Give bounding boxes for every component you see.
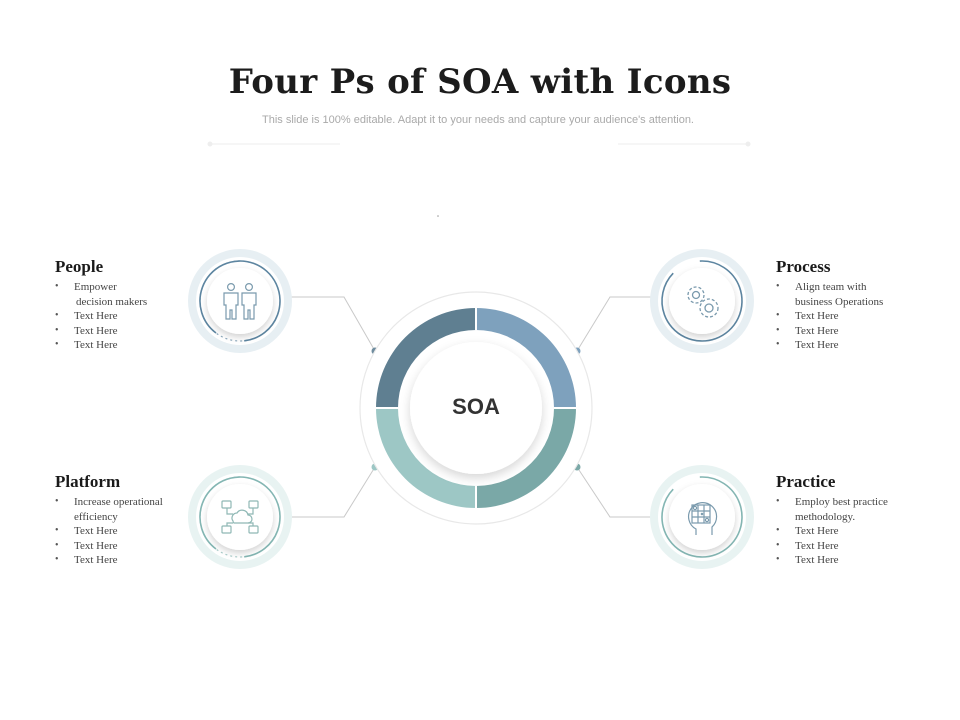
- list-item: Text Here: [55, 324, 185, 339]
- segment-people: [376, 308, 476, 408]
- section-platform: Platform Increase operational efficiency…: [55, 472, 185, 568]
- list-item: Text Here: [776, 539, 906, 554]
- segment-process: [476, 308, 576, 408]
- list-item: Align team with business Operations: [776, 280, 906, 309]
- bullet-list-people: Empower decision makers Text Here Text H…: [55, 280, 185, 353]
- badge-practice: [650, 465, 754, 569]
- list-item: Text Here: [55, 524, 185, 539]
- hub-label: SOA: [452, 394, 500, 419]
- connector-process: [576, 296, 664, 352]
- people-icon: [223, 283, 257, 320]
- list-item: Text Here: [776, 324, 906, 339]
- connectors: [290, 296, 664, 518]
- list-item: Text Here: [55, 338, 185, 353]
- list-item: Text Here: [776, 338, 906, 353]
- list-item: Text Here: [776, 524, 906, 539]
- list-item: Increase operational efficiency: [55, 495, 185, 524]
- list-item: Text Here: [55, 309, 185, 324]
- segment-practice: [476, 408, 576, 508]
- section-title-people: People: [55, 257, 104, 276]
- stray-dot: [437, 215, 439, 217]
- badge-platform: [188, 465, 292, 569]
- list-item: Text Here: [776, 309, 906, 324]
- list-item: decision makers: [76, 295, 148, 308]
- list-item: Text Here: [55, 539, 185, 554]
- section-title-process: Process: [776, 257, 831, 276]
- hub-center: [410, 342, 542, 474]
- badge-process: [650, 249, 754, 353]
- badge-people: [188, 249, 292, 353]
- head-strategy-icon: [687, 502, 718, 535]
- subtitle-divider: [207, 141, 751, 147]
- section-process: Process Align team with business Operati…: [776, 257, 906, 353]
- bullet-list-process: Align team with business Operations Text…: [776, 280, 906, 353]
- bullet-list-practice: Employ best practice methodology. Text H…: [776, 495, 906, 568]
- section-people: People Empower decision makers Text Here…: [55, 257, 185, 353]
- section-title-practice: Practice: [776, 472, 836, 491]
- slide-subtitle: This slide is 100% editable. Adapt it to…: [262, 114, 694, 126]
- bullet-list-platform: Increase operational efficiency Text Her…: [55, 495, 185, 568]
- list-item: Empower: [55, 280, 185, 295]
- section-title-platform: Platform: [55, 472, 121, 491]
- list-item: Text Here: [55, 553, 185, 568]
- slide-title: Four Ps of SOA with Icons: [228, 62, 732, 102]
- list-item: Employ best practice methodology.: [776, 495, 906, 524]
- connector-people: [290, 296, 376, 352]
- hub-ring: [359, 291, 593, 525]
- section-practice: Practice Employ best practice methodolog…: [776, 472, 906, 568]
- connector-practice: [576, 466, 664, 518]
- segment-platform: [376, 408, 476, 508]
- gears-icon: [687, 286, 719, 318]
- network-cloud-icon: [221, 500, 259, 534]
- connector-platform: [290, 466, 376, 518]
- list-item: Text Here: [776, 553, 906, 568]
